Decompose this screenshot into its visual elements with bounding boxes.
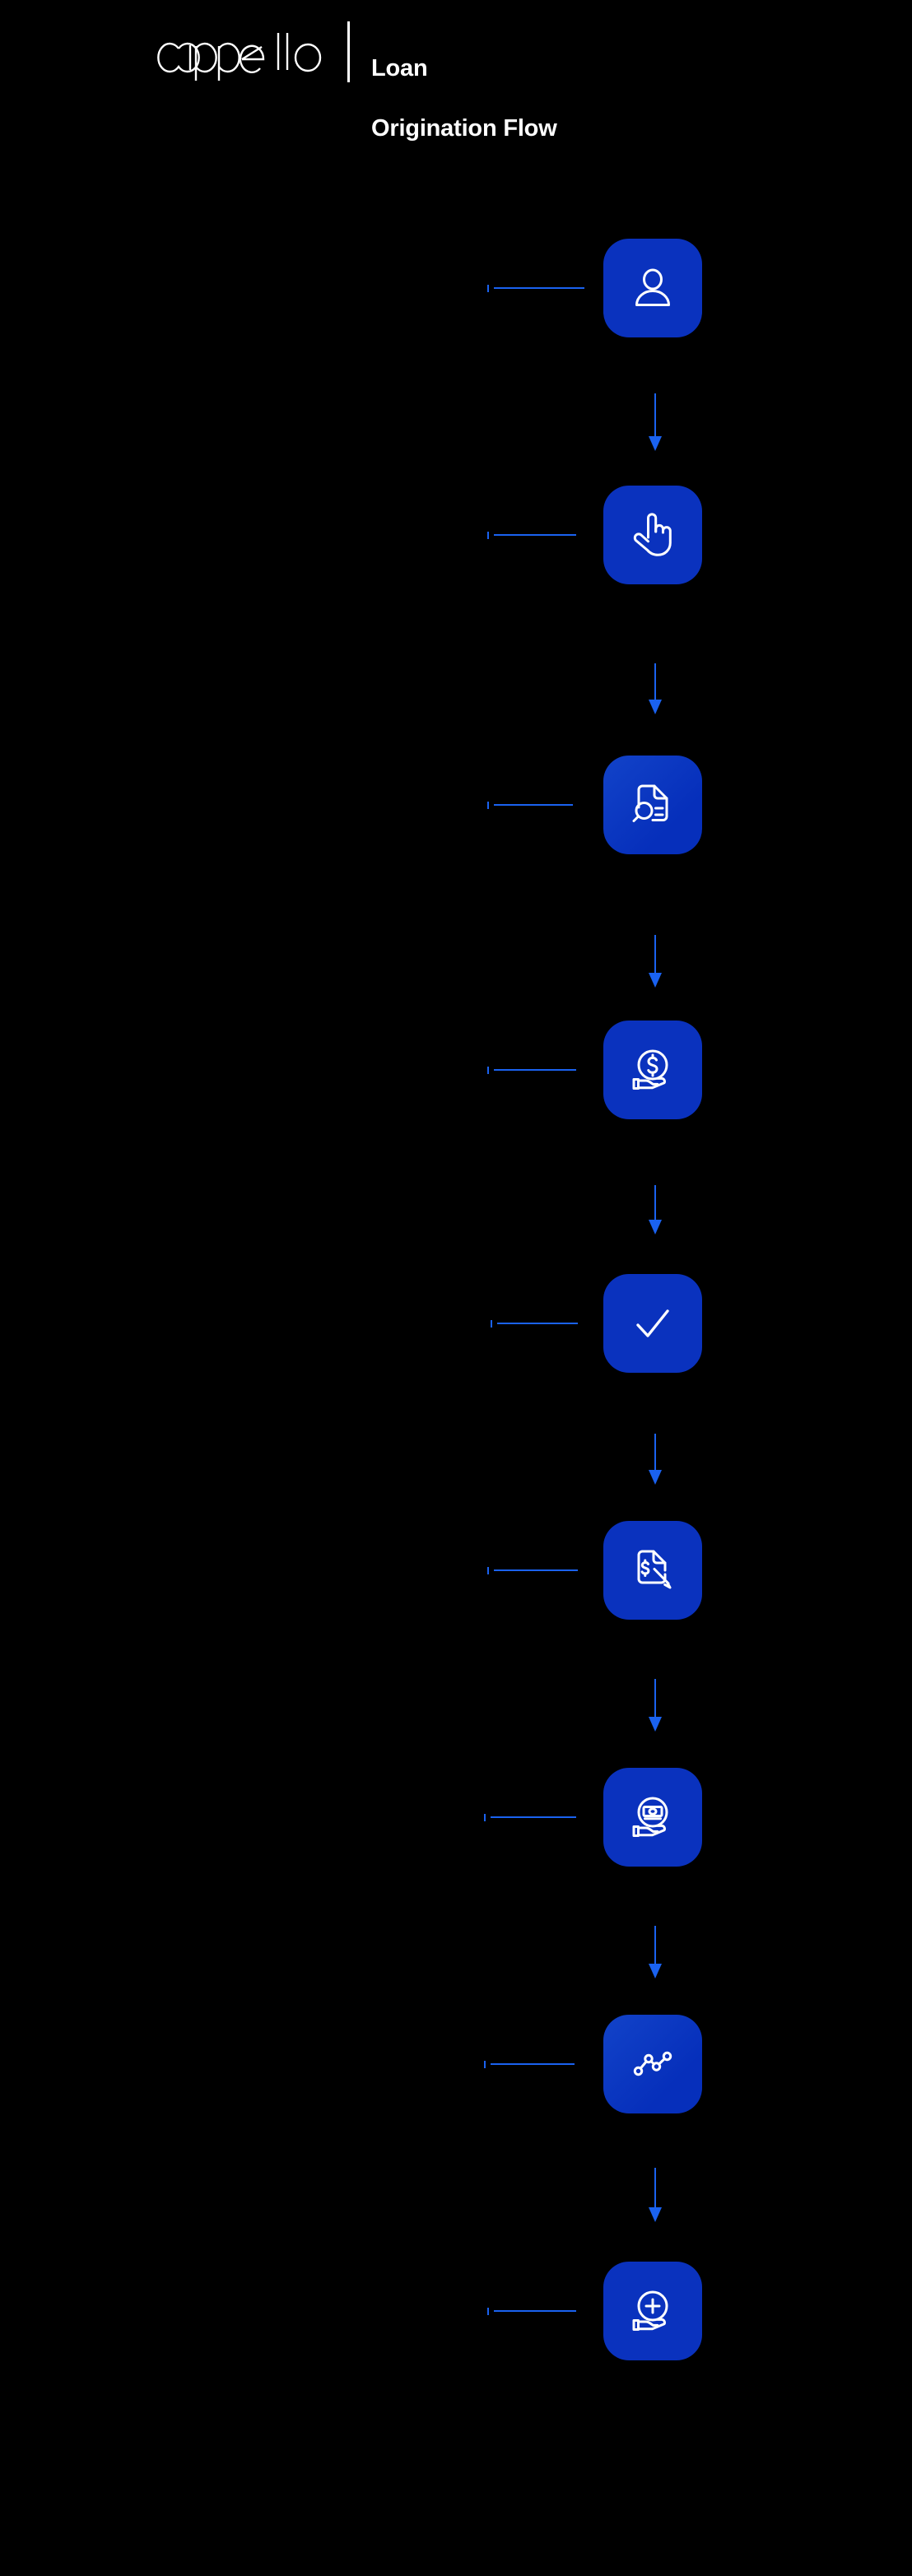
arrow-shaft: [654, 2168, 656, 2216]
flow-step-5: [0, 1274, 912, 1379]
connector-line-4: [487, 1067, 583, 1074]
step-tile-select[interactable]: [603, 486, 702, 584]
connector-tick-icon: [487, 802, 489, 809]
connector-bar: [491, 1816, 576, 1818]
arrow-shaft: [654, 1926, 656, 1972]
checkmark-icon: [636, 1309, 669, 1337]
arrow-down-icon: [649, 1220, 662, 1235]
connector-line-1: [487, 285, 591, 292]
arrow-down-icon: [649, 1717, 662, 1732]
pointing-hand-icon: [633, 513, 672, 556]
connector-line-6: [487, 1567, 584, 1574]
flow-arrow-1: [647, 393, 663, 456]
brand-logo: [153, 21, 328, 82]
connector-bar: [494, 287, 584, 289]
step-tile-user[interactable]: [603, 239, 702, 337]
flow-step-1: [0, 239, 912, 344]
page-header: Loan Origination Flow: [0, 0, 912, 142]
step-tile-disbursement[interactable]: [603, 1768, 702, 1867]
connector-tick-icon: [491, 1320, 492, 1328]
flow-arrow-4: [647, 1185, 663, 1241]
flow-arrow-7: [647, 1926, 663, 1985]
connector-bar: [497, 1323, 578, 1324]
arrow-down-icon: [649, 973, 662, 988]
connector-tick-icon: [484, 2061, 486, 2068]
arrow-shaft: [654, 663, 656, 708]
flow-arrow-8: [647, 2168, 663, 2229]
page-title: Loan Origination Flow: [371, 21, 557, 174]
connector-bar: [494, 2310, 576, 2312]
flow-step-8: [0, 2015, 912, 2120]
connector-tick-icon: [487, 1067, 489, 1074]
arrow-down-icon: [649, 2207, 662, 2222]
flow-arrow-3: [647, 935, 663, 994]
hand-plus-icon: [632, 2290, 668, 2331]
connector-bar: [494, 1569, 578, 1571]
connector-bar: [494, 1069, 576, 1071]
connector-tick-icon: [487, 532, 489, 539]
arrow-shaft: [654, 1679, 656, 1725]
header-divider: [347, 21, 350, 82]
hand-coin-icon: [632, 1049, 668, 1090]
appello-wordmark-icon: [157, 33, 322, 81]
step-tile-document-review[interactable]: [603, 756, 702, 854]
flow-step-3: [0, 756, 912, 861]
connector-line-5: [491, 1320, 584, 1328]
connector-tick-icon: [487, 1567, 489, 1574]
user-icon: [635, 268, 670, 306]
connector-tick-icon: [484, 1814, 486, 1821]
connector-bar: [494, 534, 576, 536]
arrow-shaft: [654, 935, 656, 981]
connector-tick-icon: [487, 2308, 489, 2315]
line-chart-icon: [633, 2051, 672, 2076]
document-sign-icon: [637, 1550, 672, 1589]
arrow-shaft: [654, 1434, 656, 1478]
step-tile-approval[interactable]: [603, 1274, 702, 1373]
page-title-line-1: Loan: [371, 54, 428, 81]
flow-arrow-6: [647, 1679, 663, 1738]
connector-line-7: [484, 1814, 583, 1821]
flow-step-9: [0, 2262, 912, 2367]
arrow-down-icon: [649, 1470, 662, 1485]
step-tile-monitoring[interactable]: [603, 2015, 702, 2113]
step-tile-additional-services[interactable]: [603, 2262, 702, 2360]
step-tile-credit-assessment[interactable]: [603, 1021, 702, 1119]
connector-line-3: [487, 802, 579, 809]
connector-bar: [494, 804, 573, 806]
flow-step-6: [0, 1521, 912, 1626]
flow-step-4: [0, 1021, 912, 1126]
page-title-line-2: Origination Flow: [371, 115, 557, 142]
arrow-down-icon: [649, 700, 662, 714]
connector-line-2: [487, 532, 583, 539]
arrow-shaft: [654, 1185, 656, 1228]
connector-bar: [491, 2063, 575, 2065]
flow-step-2: [0, 486, 912, 591]
connector-line-8: [484, 2061, 581, 2068]
step-tile-agreement-signing[interactable]: [603, 1521, 702, 1620]
flow-step-7: [0, 1768, 912, 1873]
hand-cash-icon: [632, 1797, 668, 1837]
arrow-shaft: [654, 393, 656, 443]
document-search-icon: [632, 784, 668, 822]
arrow-down-icon: [649, 1964, 662, 1978]
connector-tick-icon: [487, 285, 489, 292]
flow-arrow-5: [647, 1434, 663, 1491]
flow-arrow-2: [647, 663, 663, 721]
arrow-down-icon: [649, 436, 662, 451]
connector-line-9: [487, 2308, 583, 2315]
